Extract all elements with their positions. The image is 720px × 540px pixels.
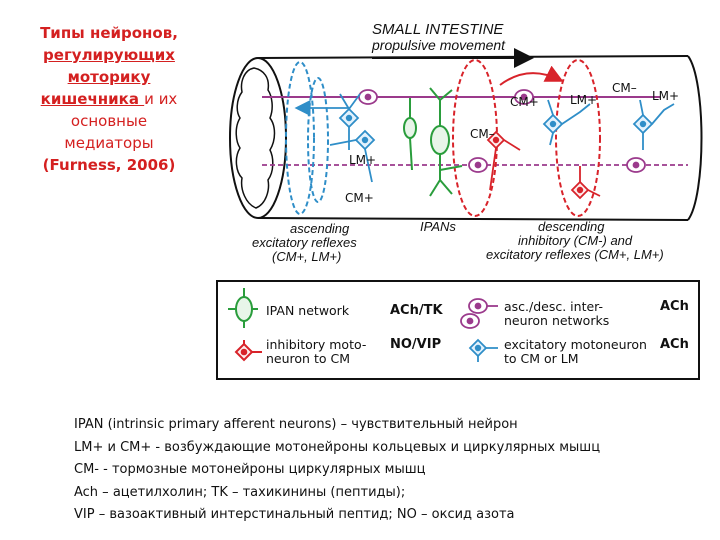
intestine-tube (229, 55, 703, 221)
notes-list: IPAN (intrinsic primary afferent neurons… (74, 414, 704, 527)
note-line: VIP – вазоактивный интерстинальный пепти… (74, 507, 515, 522)
label-cm-plus-left: CM+ (345, 191, 374, 205)
legend-box: IPAN network ACh/TK inhibitory moto- neu… (216, 280, 700, 380)
title-line-2: регулирующих (43, 46, 175, 64)
excitatory-motoneuron-group (329, 93, 675, 183)
excitatory-legend-icon (468, 338, 498, 362)
note-line: LM+ и CM+ - возбуждающие мотонейроны кол… (74, 439, 601, 455)
title-line-5: основные (70, 112, 148, 130)
legend-inter-label-1: asc./desc. inter- (504, 299, 604, 314)
label-ipans: IPANs (420, 219, 456, 234)
ipan-legend-icon (228, 288, 258, 328)
legend-icons (228, 288, 498, 362)
ring-right-red (555, 59, 601, 217)
title-line-4-underlined: кишечника (40, 90, 145, 108)
intestine-diagram: SMALL INTESTINE propulsive movement (229, 21, 703, 264)
note-line: CM- - тормозные мотонейроны циркулярных … (74, 462, 426, 477)
slide-title: Типы нейронов, регулирующих моторику киш… (14, 22, 204, 176)
label-ascending-1: ascending (290, 221, 350, 236)
label-lm-plus-right2: LM+ (652, 89, 679, 103)
label-descending-2: inhibitory (CM-) and (518, 233, 633, 248)
ipan-neuron-group (403, 87, 463, 197)
ring-left-blue (285, 61, 315, 215)
label-descending-3: excitatory reflexes (CM+, LM+) (486, 247, 664, 262)
legend-inhib-label-2: neuron to CM (266, 351, 350, 366)
interneuron-legend-icon (460, 298, 498, 329)
label-descending-1: descending (538, 219, 605, 234)
title-line-4: кишечника и их (14, 88, 204, 110)
label-cm-minus-right: CM– (612, 81, 637, 95)
header-propulsive: propulsive movement (371, 37, 506, 53)
legend-excit-mediator: ACh (660, 337, 689, 352)
legend-inter-label-2: neuron networks (504, 313, 610, 328)
legend-ipan-label: IPAN network (266, 303, 350, 318)
legend-inhib-mediator: NO/VIP (390, 337, 442, 352)
inhibitory-legend-icon (234, 340, 262, 362)
legend-ipan-mediator: ACh/TK (390, 303, 443, 318)
title-line-6: медиаторы (64, 134, 154, 152)
title-line-1: Типы нейронов, (40, 24, 178, 42)
ring-left-blue-2 (307, 77, 329, 203)
label-ascending-3: (CM+, LM+) (272, 249, 341, 264)
inhibitory-motoneuron-group (486, 130, 601, 200)
title-line-4-rest: и их (144, 90, 178, 108)
legend-inhib-label-1: inhibitory moto- (266, 337, 367, 352)
note-line: IPAN (intrinsic primary afferent neurons… (74, 417, 518, 432)
red-loop-arrow (499, 65, 564, 86)
label-lm-plus-right1: LM+ (570, 93, 597, 107)
interneuron-group (358, 89, 646, 173)
note-line: Ach – ацетилхолин; TK – тахикинины (пепт… (74, 484, 406, 500)
label-cm-minus-mid: CM– (470, 127, 495, 141)
label-lm-plus-left: LM+ (349, 153, 376, 167)
title-line-7: (Furness, 2006) (42, 156, 176, 174)
label-cm-plus-right: CM+ (510, 95, 539, 109)
header-small-intestine: SMALL INTESTINE (372, 21, 504, 38)
label-ascending-2: excitatory reflexes (252, 235, 357, 250)
mucosa-folds (235, 67, 276, 209)
legend-inter-mediator: ACh (660, 299, 689, 314)
title-line-3: моторику (67, 68, 151, 86)
legend-excit-label-1: excitatory motoneuron (504, 337, 647, 352)
legend-excit-label-2: to CM or LM (504, 351, 579, 366)
